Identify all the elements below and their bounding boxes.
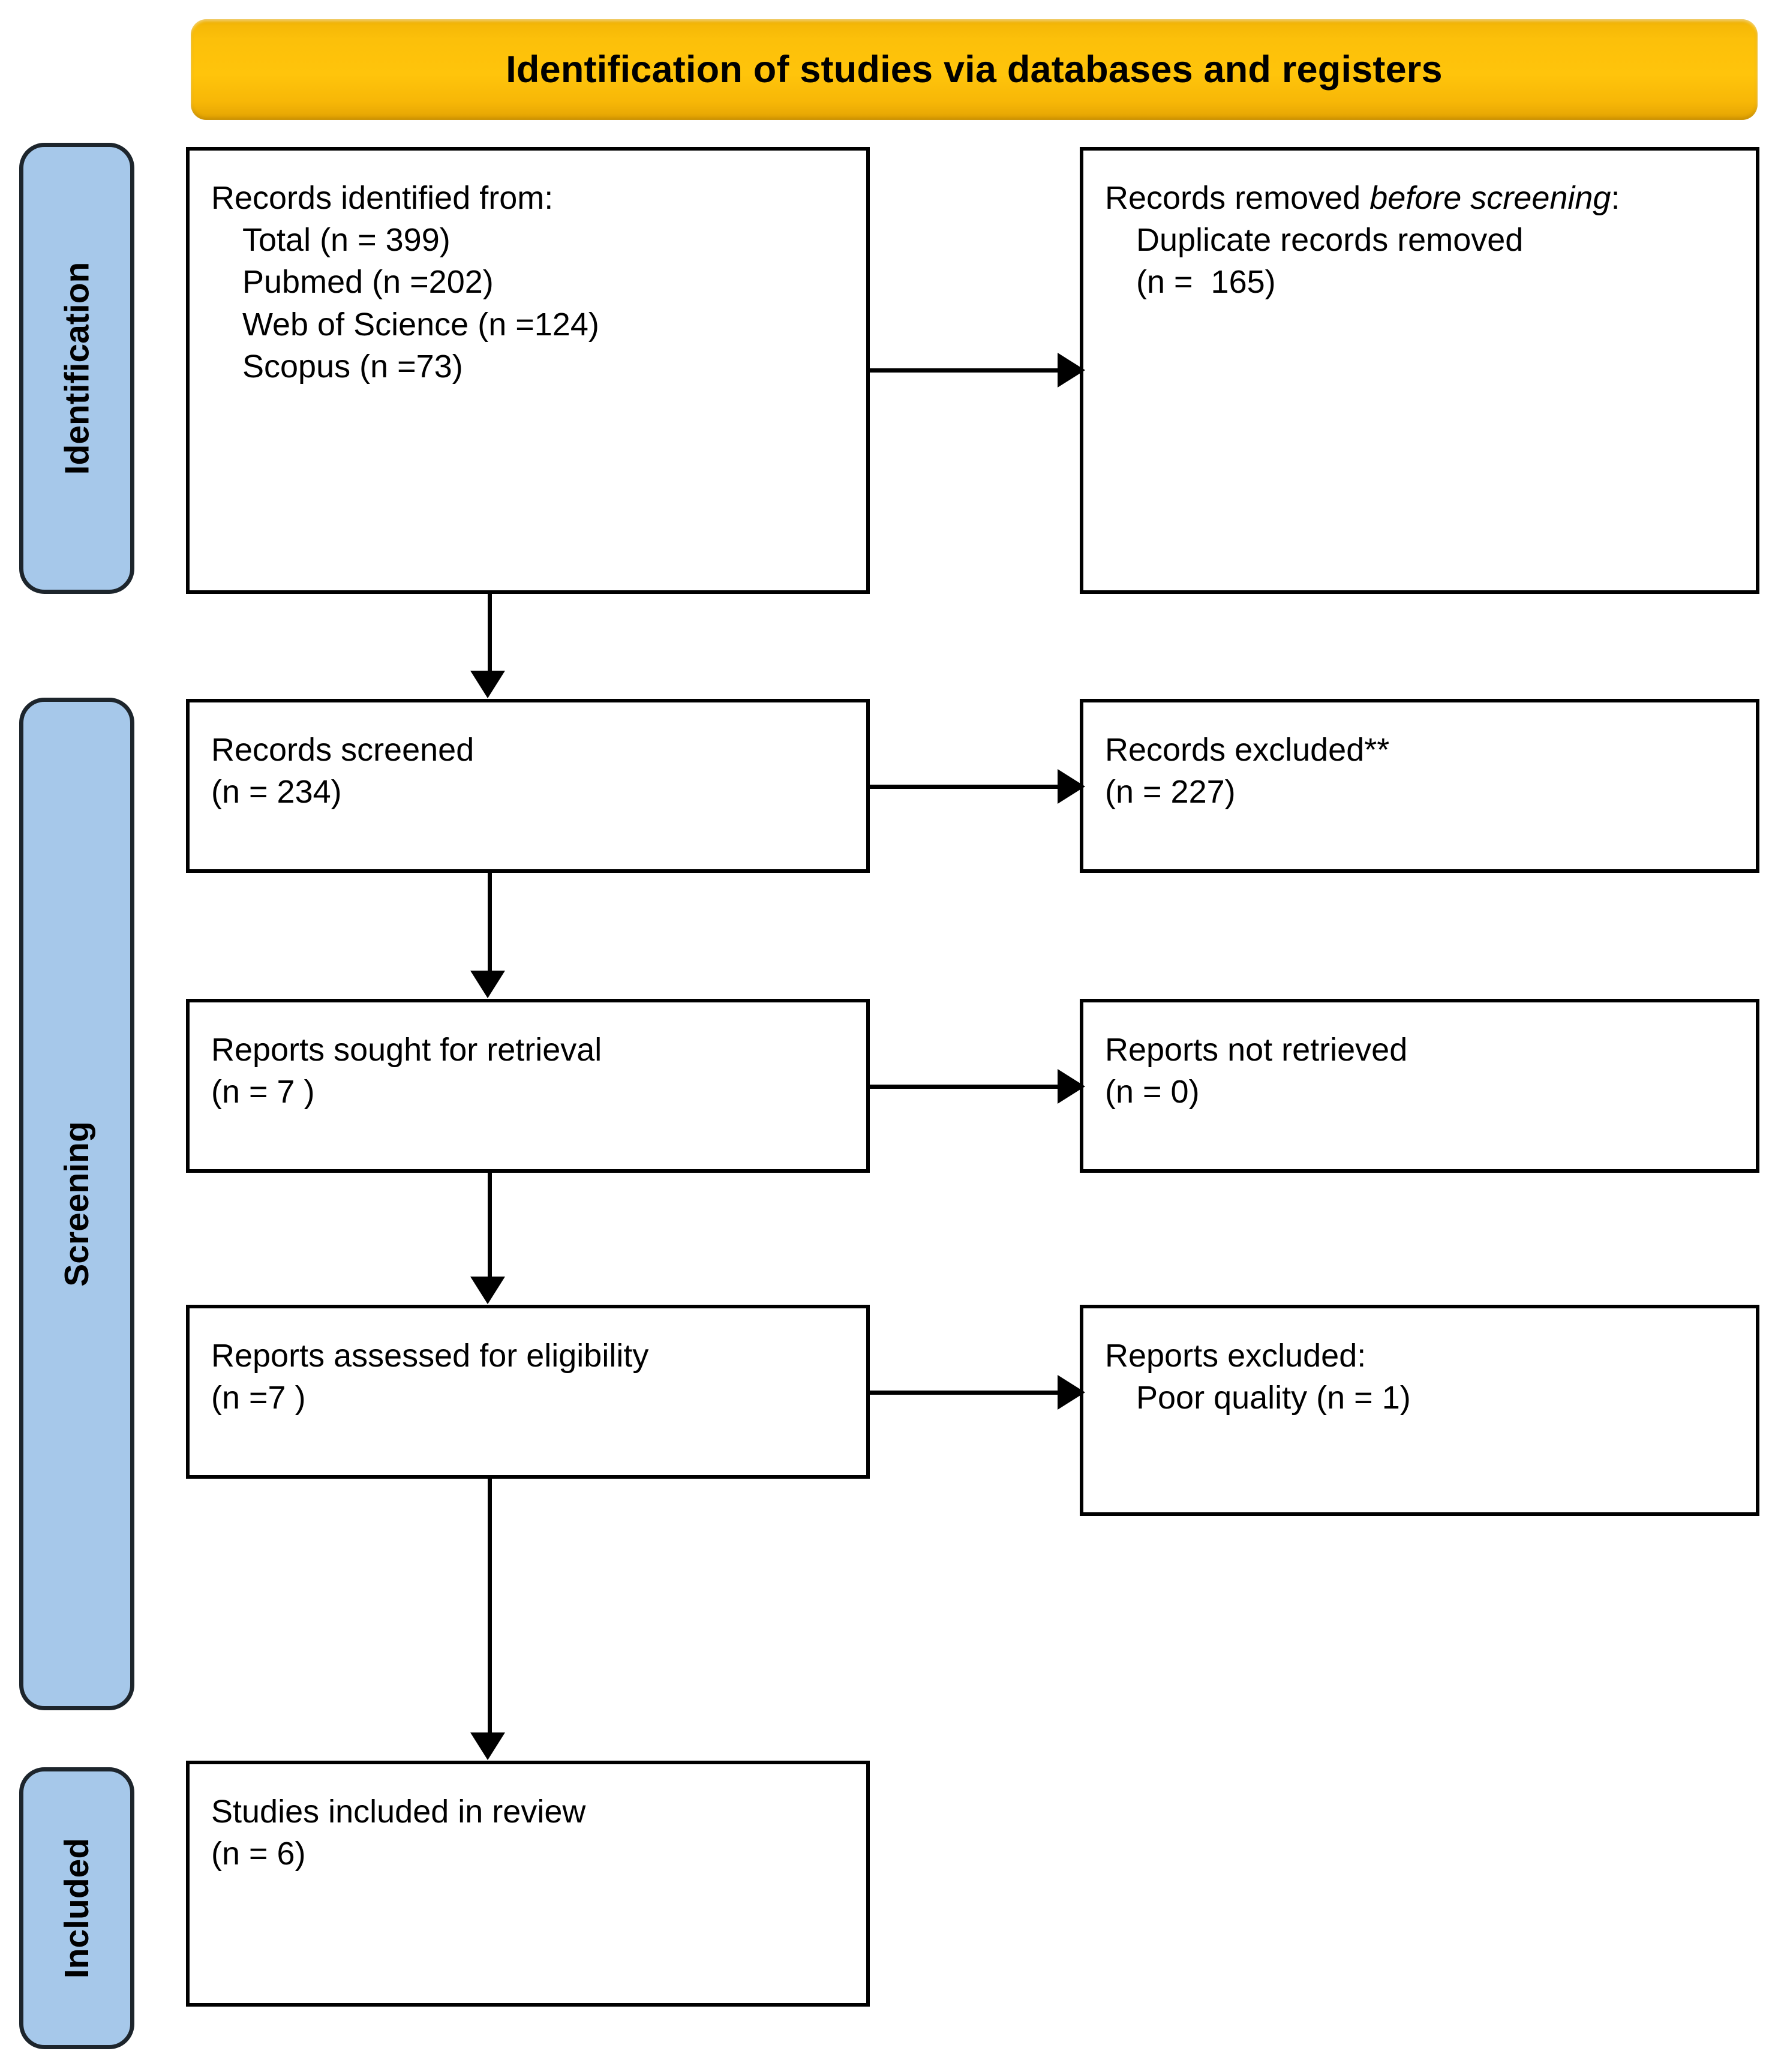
banner-identification-header: Identification of studies via databases …	[191, 19, 1758, 120]
records-removed-line-count: (n = 165)	[1136, 264, 1276, 301]
records-excluded-label: Records excluded**	[1105, 732, 1390, 768]
studies-included-count: (n = 6)	[211, 1836, 306, 1872]
arrow-sought-to-not-retrieved-head-icon	[1058, 1069, 1085, 1104]
records-removed-heading-italic: before screening	[1369, 180, 1611, 216]
stage-label-screening-text: Screening	[58, 1121, 96, 1287]
records-identified-line-wos: Web of Science (n =124)	[242, 306, 599, 343]
records-identified-line-pubmed: Pubmed (n =202)	[242, 264, 494, 301]
records-removed-heading-plain: Records removed	[1105, 180, 1370, 216]
records-excluded-count: (n = 227)	[1105, 774, 1236, 810]
stage-label-identification-text: Identification	[58, 262, 97, 475]
box-records-removed: Records removed before screening: Duplica…	[1080, 147, 1759, 594]
box-records-excluded: Records excluded** (n = 227)	[1080, 699, 1759, 873]
arrow-sought-to-not-retrieved-line	[870, 1085, 1059, 1089]
arrow-identified-to-removed-line	[870, 368, 1059, 373]
arrow-sought-to-assessed-line	[488, 1173, 492, 1278]
stage-label-identification: Identification	[19, 143, 134, 594]
box-records-identified: Records identified from: Total (n = 399) P…	[186, 147, 870, 594]
arrow-assessed-to-included-line	[488, 1479, 492, 1734]
box-reports-sought-text: Reports sought for retrieval (n = 7 )	[211, 1029, 845, 1113]
box-reports-assessed: Reports assessed for eligibility (n =7 )	[186, 1305, 870, 1479]
arrow-screened-to-sought-line	[488, 873, 492, 972]
reports-excluded-reason-poor-quality: Poor quality (n = 1)	[1136, 1380, 1411, 1416]
box-records-identified-text: Records identified from: Total (n = 399) P…	[211, 177, 845, 388]
banner-title: Identification of studies via databases …	[506, 49, 1443, 91]
box-reports-assessed-text: Reports assessed for eligibility (n =7 )	[211, 1335, 845, 1419]
box-studies-included-text: Studies included in review (n = 6)	[211, 1791, 845, 1875]
box-records-screened: Records screened (n = 234)	[186, 699, 870, 873]
box-reports-excluded-text: Reports excluded: Poor quality (n = 1)	[1105, 1335, 1734, 1419]
reports-sought-label: Reports sought for retrieval	[211, 1032, 602, 1068]
stage-label-included-text: Included	[58, 1837, 97, 1979]
studies-included-label: Studies included in review	[211, 1794, 586, 1830]
stage-label-included: Included	[19, 1767, 134, 2049]
arrow-assessed-to-reports-excluded-head-icon	[1058, 1375, 1085, 1410]
arrow-screened-to-excluded-line	[870, 785, 1059, 789]
arrow-identified-to-removed-head-icon	[1058, 353, 1085, 388]
box-records-screened-text: Records screened (n = 234)	[211, 729, 845, 813]
box-reports-not-retrieved: Reports not retrieved (n = 0)	[1080, 999, 1759, 1173]
box-records-excluded-text: Records excluded** (n = 227)	[1105, 729, 1734, 813]
reports-not-retrieved-label: Reports not retrieved	[1105, 1032, 1408, 1068]
records-identified-line-scopus: Scopus (n =73)	[242, 348, 463, 385]
records-removed-line-duplicate: Duplicate records removed	[1136, 222, 1524, 259]
reports-excluded-heading: Reports excluded:	[1105, 1338, 1366, 1374]
arrow-assessed-to-included-head-icon	[470, 1732, 505, 1760]
reports-not-retrieved-count: (n = 0)	[1105, 1074, 1200, 1110]
arrow-screened-to-excluded-head-icon	[1058, 769, 1085, 804]
box-reports-excluded: Reports excluded: Poor quality (n = 1)	[1080, 1305, 1759, 1516]
box-reports-sought: Reports sought for retrieval (n = 7 )	[186, 999, 870, 1173]
records-identified-heading: Records identified from:	[211, 180, 554, 216]
reports-sought-count: (n = 7 )	[211, 1074, 315, 1110]
box-studies-included: Studies included in review (n = 6)	[186, 1761, 870, 2007]
records-identified-line-total: Total (n = 399)	[242, 222, 450, 259]
arrow-identified-to-screened-line	[488, 594, 492, 672]
records-screened-count: (n = 234)	[211, 774, 342, 810]
records-removed-heading-tail: :	[1611, 180, 1620, 216]
arrow-assessed-to-reports-excluded-line	[870, 1391, 1059, 1395]
box-records-removed-text: Records removed before screening: Duplica…	[1105, 177, 1734, 304]
arrow-screened-to-sought-head-icon	[470, 971, 505, 998]
arrow-sought-to-assessed-head-icon	[470, 1277, 505, 1304]
box-reports-not-retrieved-text: Reports not retrieved (n = 0)	[1105, 1029, 1734, 1113]
reports-assessed-count: (n =7 )	[211, 1380, 306, 1416]
reports-assessed-label: Reports assessed for eligibility	[211, 1338, 649, 1374]
arrow-identified-to-screened-head-icon	[470, 671, 505, 698]
stage-label-screening: Screening	[19, 698, 134, 1710]
records-screened-label: Records screened	[211, 732, 474, 768]
